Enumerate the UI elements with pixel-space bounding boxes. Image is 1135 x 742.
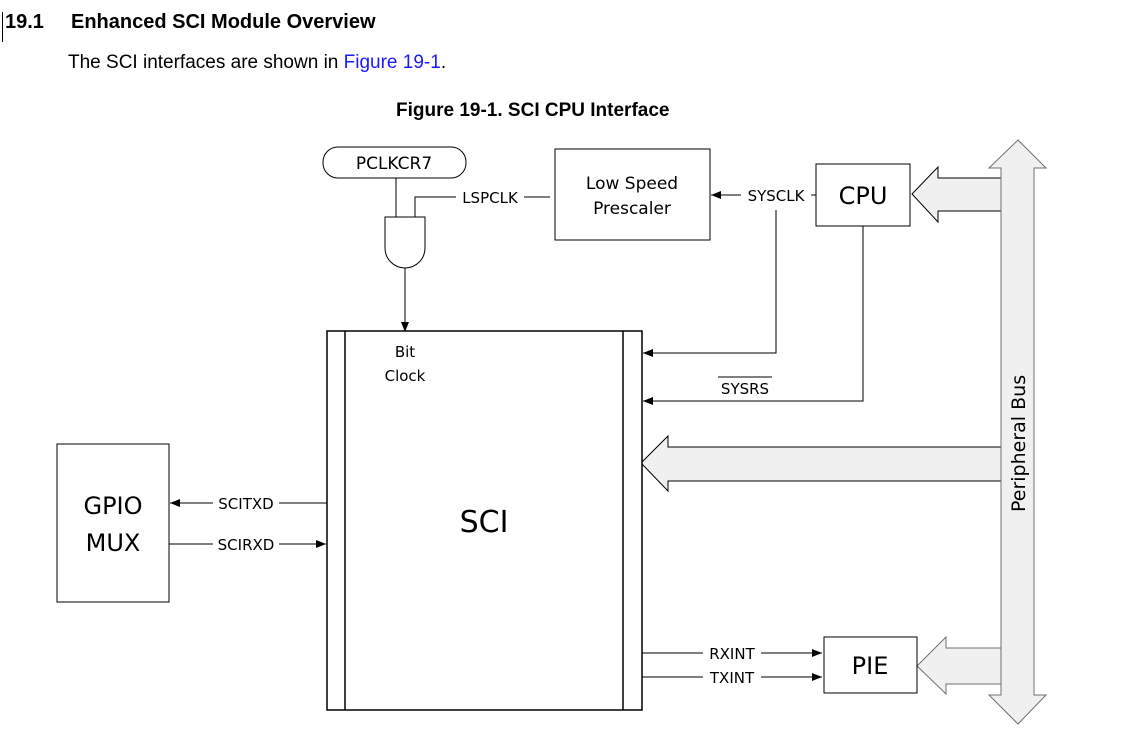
- prescaler-label-line2: Prescaler: [593, 199, 671, 219]
- sci-block: Bit Clock SCI: [326, 330, 643, 711]
- section-heading: 19.1 Enhanced SCI Module Overview: [5, 11, 376, 34]
- text-cursor: [2, 12, 3, 42]
- scitxd-label: SCITXD: [218, 495, 273, 513]
- peripheral-bus: Peripheral Bus: [640, 139, 1048, 725]
- intro-paragraph: The SCI interfaces are shown in Figure 1…: [68, 52, 446, 74]
- bus-branch-pie: [916, 635, 1003, 696]
- cpu-block: CPU: [815, 163, 911, 227]
- gpio-mux-block: GPIO MUX: [56, 443, 170, 603]
- intro-text-end: .: [440, 52, 447, 73]
- txint-label: TXINT: [709, 669, 755, 687]
- intro-text: The SCI interfaces are shown in: [68, 52, 344, 73]
- scirxd-label: SCIRXD: [218, 536, 275, 554]
- bus-vertical-arrow: [987, 139, 1048, 725]
- lspclk-label: LSPCLK: [462, 189, 519, 207]
- figure-link[interactable]: Figure 19-1: [343, 52, 441, 73]
- bit-clock-label-line1: Bit: [395, 343, 415, 361]
- cpu-label: CPU: [839, 182, 888, 210]
- bit-clock-label-line2: Clock: [385, 367, 426, 385]
- sysrs-label: SYSRS: [721, 380, 769, 398]
- prescaler-label-line1: Low Speed: [586, 174, 678, 194]
- low-speed-prescaler-block: Low Speed Prescaler: [554, 148, 711, 241]
- bus-branch-cpu: [911, 165, 1003, 224]
- pie-label: PIE: [852, 652, 889, 680]
- pie-block: PIE: [823, 636, 918, 694]
- figure-title: Figure 19-1. SCI CPU Interface: [396, 100, 670, 121]
- section-number: 19.1: [5, 11, 44, 33]
- gpio-label-line2: MUX: [86, 529, 141, 557]
- gpio-label-line1: GPIO: [83, 492, 142, 520]
- pclkcr7-label: PCLKCR7: [356, 154, 432, 174]
- section-title: Enhanced SCI Module Overview: [71, 11, 376, 33]
- pclkcr7-register: PCLKCR7: [322, 146, 467, 179]
- bus-branch-sci: [640, 434, 1003, 493]
- sci-label: SCI: [460, 505, 509, 540]
- rxint-label: RXINT: [709, 645, 755, 663]
- peripheral-bus-label: Peripheral Bus: [1008, 375, 1030, 512]
- sysclk-label: SYSCLK: [748, 187, 806, 205]
